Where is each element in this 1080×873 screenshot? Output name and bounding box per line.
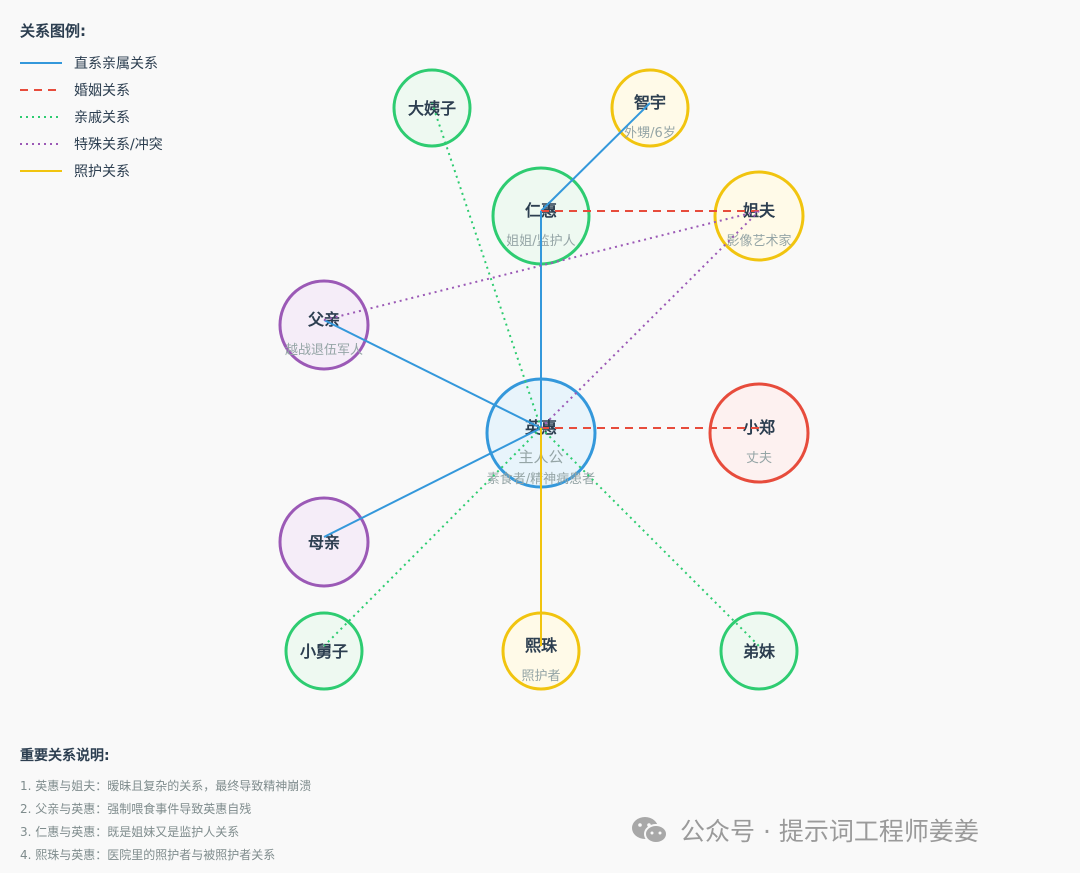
legend-label: 直系亲属关系 xyxy=(74,55,158,72)
node-circle xyxy=(719,611,799,691)
note-item: 1. 英惠与姐夫：暧昧且复杂的关系，最终导致精神崩溃 xyxy=(20,779,312,793)
node-name: 小舅子 xyxy=(300,642,348,661)
node-xiaojiuzi[interactable]: 小舅子 xyxy=(284,611,364,691)
watermark-text: 公众号 · 提示词工程师姜姜 xyxy=(680,817,979,846)
legend-label: 照护关系 xyxy=(74,163,130,180)
node-dayizi[interactable]: 大姨子 xyxy=(392,68,472,148)
legend-line-swatch xyxy=(20,61,62,64)
legend-line-swatch xyxy=(20,169,62,172)
notes-title: 重要关系说明: xyxy=(20,748,110,764)
node-description: 外甥/6岁 xyxy=(624,126,676,141)
node-circle xyxy=(708,382,810,484)
legend: 关系图例: 直系亲属关系婚姻关系亲戚关系特殊关系/冲突照护关系 xyxy=(20,20,163,184)
legend-line-swatch xyxy=(20,142,62,145)
node-description: 影像艺术家 xyxy=(726,233,791,249)
node-description: 照护者 xyxy=(521,669,560,684)
node-circle xyxy=(610,68,690,148)
watermark: 公众号 · 提示词工程师姜姜 xyxy=(630,812,979,848)
node-name: 姐夫 xyxy=(743,201,776,220)
node-circle xyxy=(278,496,370,588)
legend-item: 照护关系 xyxy=(20,157,163,184)
node-muqin[interactable]: 母亲 xyxy=(278,496,370,588)
node-name: 弟妹 xyxy=(743,642,776,661)
node-name: 大姨子 xyxy=(408,99,456,118)
legend-label: 亲戚关系 xyxy=(74,109,130,126)
link-yinghui-dayizi xyxy=(431,102,542,429)
relationship-notes: 重要关系说明: 1. 英惠与姐夫：暧昧且复杂的关系，最终导致精神崩溃 2. 父亲… xyxy=(20,745,311,869)
note-item: 4. 熙珠与英惠：医院里的照护者与被照护者关系 xyxy=(20,848,276,862)
node-circle xyxy=(392,68,472,148)
legend-item: 直系亲属关系 xyxy=(20,49,163,76)
node-circle xyxy=(284,611,364,691)
node-description: 越战退伍军人 xyxy=(285,343,363,358)
legend-line-swatch xyxy=(20,88,62,91)
node-name: 智宇 xyxy=(634,93,666,112)
legend-label: 特殊关系/冲突 xyxy=(74,136,163,153)
legend-label: 婚姻关系 xyxy=(74,82,130,99)
legend-item: 婚姻关系 xyxy=(20,76,163,103)
legend-line-swatch xyxy=(20,115,62,118)
note-item: 2. 父亲与英惠：强制喂食事件导致英惠自残 xyxy=(20,802,252,816)
node-dimei[interactable]: 弟妹 xyxy=(719,611,799,691)
node-circle xyxy=(713,170,805,262)
link-fuqin-jiefu xyxy=(323,210,760,321)
link-yinghui-muqin xyxy=(323,427,542,538)
link-yinghui-fuqin xyxy=(323,319,542,429)
legend-title: 关系图例: xyxy=(20,22,86,40)
link-renhui-zhiyu xyxy=(540,102,651,212)
note-item: 3. 仁惠与英惠：既是姐妹又是监护人关系 xyxy=(20,825,240,839)
node-circle xyxy=(278,279,370,371)
wechat-icon xyxy=(632,817,668,844)
legend-item: 特殊关系/冲突 xyxy=(20,130,163,157)
legend-item: 亲戚关系 xyxy=(20,103,163,130)
node-description: 丈夫 xyxy=(746,451,772,466)
node-name: 母亲 xyxy=(308,533,340,552)
